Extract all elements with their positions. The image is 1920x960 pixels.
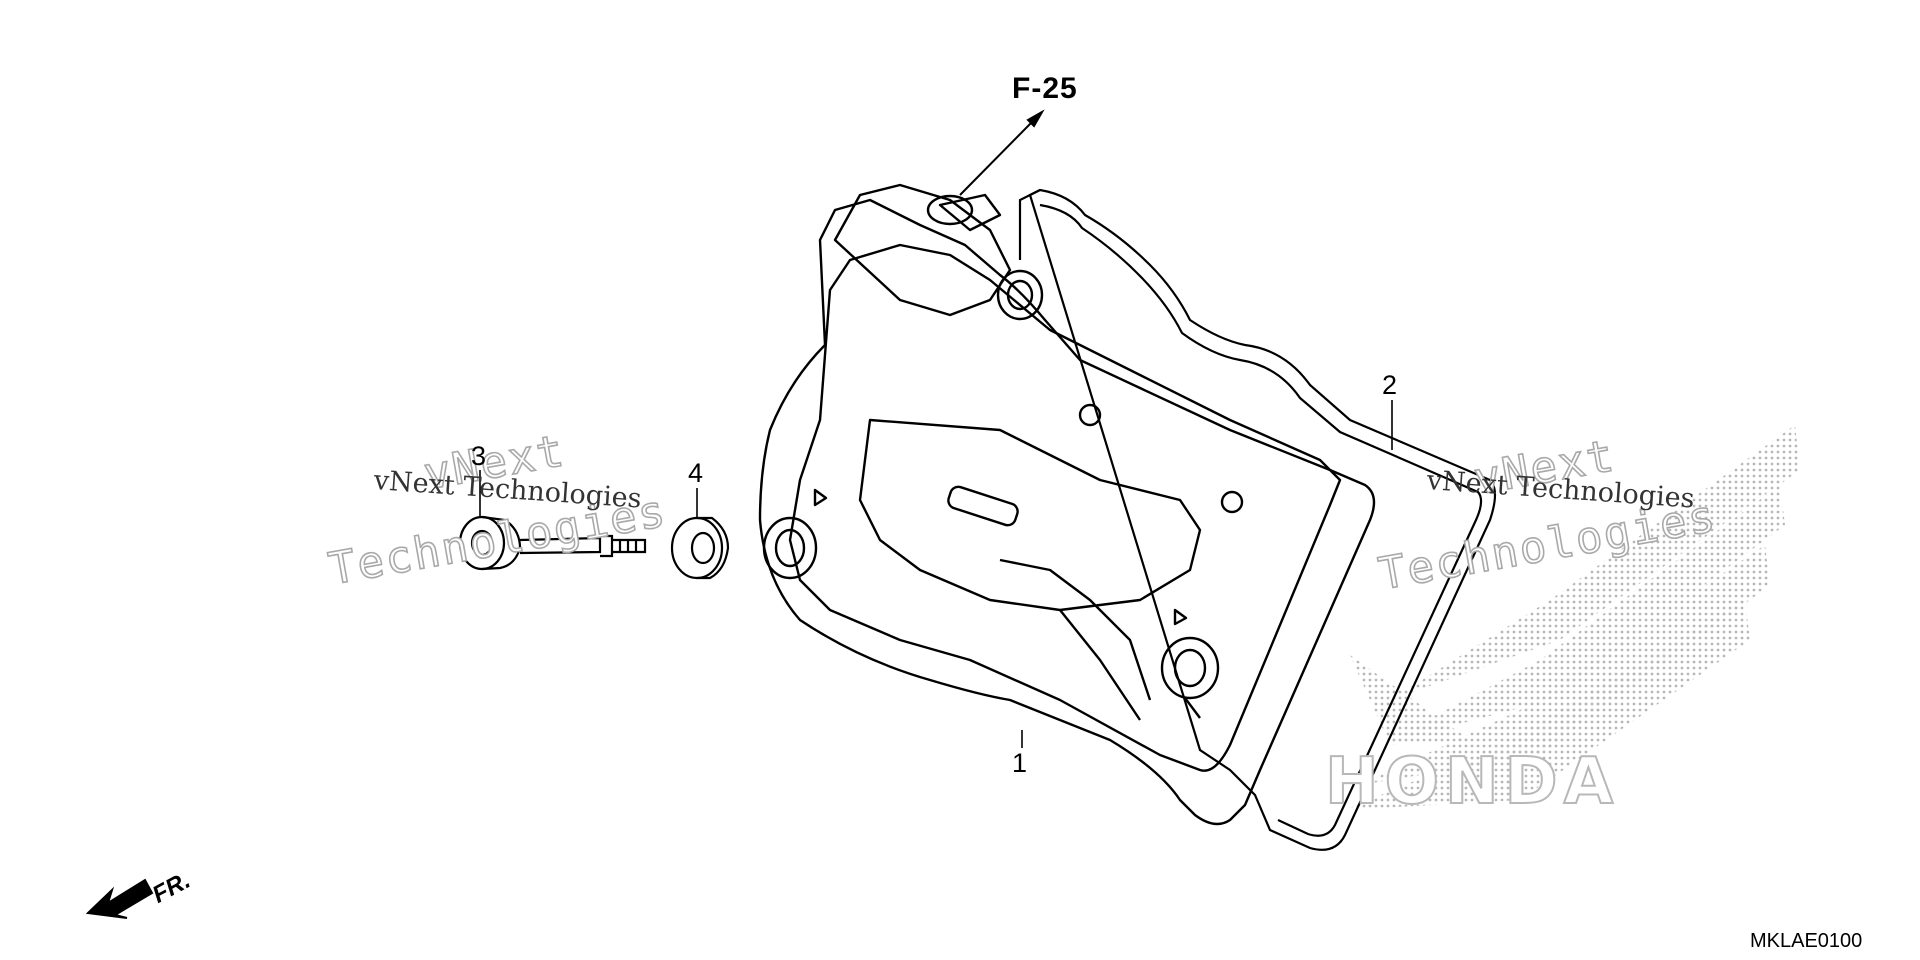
reference-label: F-25 <box>1012 72 1078 105</box>
callout-4: 4 <box>688 458 704 488</box>
cylinder-head-cover <box>758 183 1376 826</box>
callout-3: 3 <box>471 441 487 471</box>
brand-wing-logo <box>1345 425 1800 810</box>
gasket-part <box>1018 188 1497 851</box>
washer-part <box>670 516 730 580</box>
brand-wordmark: HONDA <box>1324 744 1620 820</box>
diagram-code: MKLAE0100 <box>1750 930 1863 952</box>
callout-2: 2 <box>1382 370 1398 400</box>
callout-1: 1 <box>1012 748 1028 778</box>
front-arrow-icon <box>85 878 154 919</box>
reference-arrow <box>959 109 1045 196</box>
bolt-part <box>458 515 647 571</box>
leader-lines <box>479 400 1393 748</box>
